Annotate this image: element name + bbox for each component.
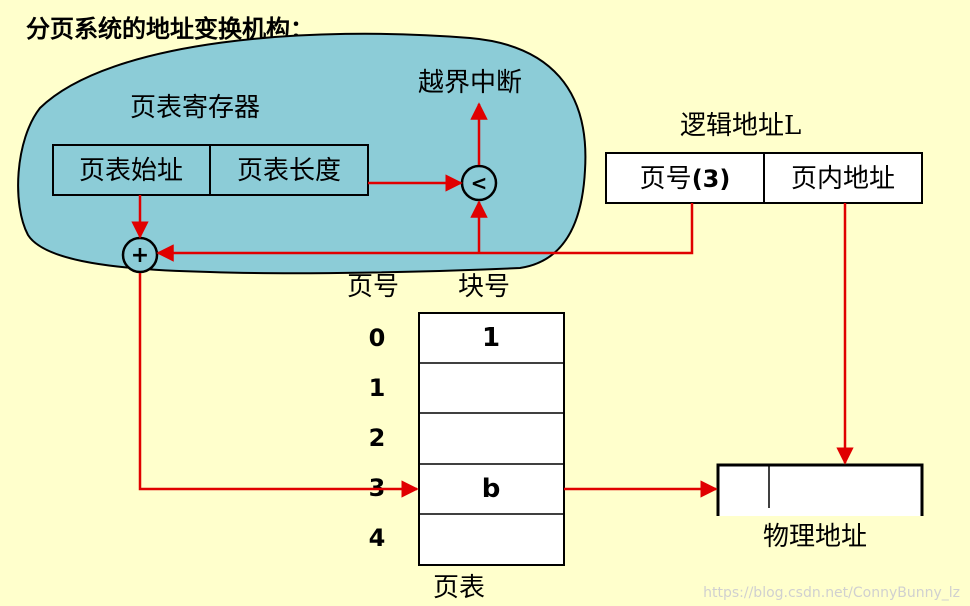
page-number: 1 bbox=[369, 374, 386, 402]
register-start-field: 页表始址 bbox=[79, 156, 183, 186]
block-number: b bbox=[482, 474, 501, 504]
register-length-field: 页表长度 bbox=[237, 156, 341, 186]
page-table-caption: 页表 bbox=[433, 573, 485, 603]
logical-offset-field: 页内地址 bbox=[791, 164, 895, 194]
page-number: 0 bbox=[369, 324, 386, 352]
arrow-add-to-table bbox=[138, 273, 419, 498]
arrow-page-number-to-add bbox=[156, 203, 694, 262]
logical-page-number-value: (3) bbox=[692, 165, 731, 193]
logical-address-label: 逻辑地址L bbox=[680, 111, 801, 141]
physical-address-box bbox=[716, 463, 924, 516]
page-table-col-block: 块号 bbox=[458, 272, 510, 302]
add-symbol: + bbox=[131, 243, 149, 268]
watermark: https://blog.csdn.net/ConnyBunny_lz bbox=[703, 585, 960, 601]
flow-arrows bbox=[131, 102, 854, 498]
page-number: 2 bbox=[369, 424, 386, 452]
logical-page-number-prefix: 页号 bbox=[640, 164, 692, 194]
physical-address-label: 物理地址 bbox=[763, 522, 867, 552]
logical-page-number: 页号(3) bbox=[640, 164, 731, 194]
register-label: 页表寄存器 bbox=[130, 93, 260, 123]
page-table-col-page: 页号 bbox=[347, 272, 399, 302]
page-table bbox=[418, 312, 565, 566]
page-number: 4 bbox=[369, 524, 386, 552]
compare-symbol: < bbox=[471, 171, 488, 195]
out-of-bounds-label: 越界中断 bbox=[418, 68, 522, 98]
block-number: 1 bbox=[482, 323, 500, 353]
